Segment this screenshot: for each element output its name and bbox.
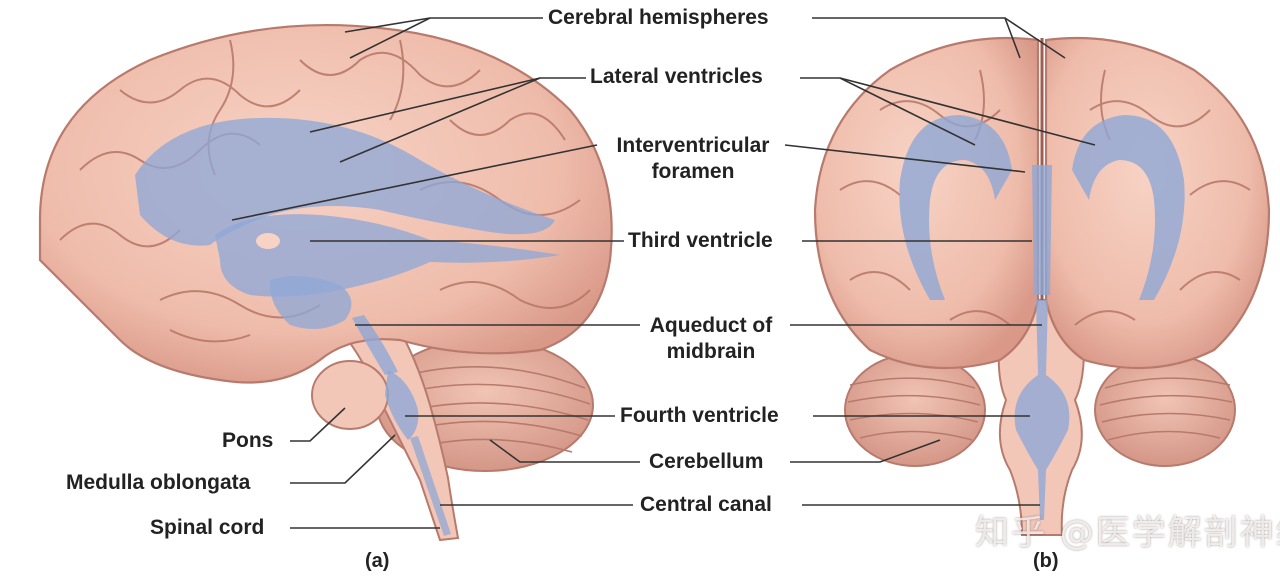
aqueduct-a: [352, 315, 398, 375]
lateral-ventricle-a: [135, 117, 555, 246]
label-pons: Pons: [222, 429, 274, 452]
aqueduct-b: [1036, 300, 1048, 375]
third-ventricle-b: [1032, 165, 1052, 295]
label-cerebral-hemispheres: Cerebral hemispheres: [548, 6, 769, 29]
label-aqueduct-of-midbrain: Aqueduct of midbrain: [649, 314, 773, 363]
label-fourth-ventricle: Fourth ventricle: [620, 404, 779, 427]
cerebellum-folia-frontal: [847, 377, 1233, 441]
label-third-ventricle: Third ventricle: [628, 229, 773, 252]
central-canal-b: [1038, 470, 1046, 520]
cerebellum-frontal-right: [1094, 353, 1236, 467]
label-medulla-oblongata: Medulla oblongata: [66, 471, 251, 494]
fourth-ventricle-b: [1014, 375, 1070, 470]
watermark: 知乎 @医学解剖神经时讯: [975, 513, 1280, 553]
caption-b: (b): [1033, 550, 1059, 572]
third-ventricle-a: [215, 214, 560, 297]
label-lateral-ventricles: Lateral ventricles: [590, 65, 763, 88]
lateral-view-brain: [38, 24, 613, 542]
label-spinal-cord: Spinal cord: [150, 516, 265, 539]
label-interventricular-foramen: Interventricular foramen: [616, 134, 770, 183]
temporal-horn-a: [269, 276, 352, 329]
gyri-lateral: [59, 39, 591, 343]
leader-lines: [231, 17, 1096, 529]
central-canal-a: [410, 436, 451, 536]
label-central-canal: Central canal: [640, 493, 772, 516]
interthalamic-adhesion: [256, 233, 280, 249]
label-cerebellum: Cerebellum: [649, 450, 764, 473]
pons-shape: [311, 360, 389, 430]
lateral-ventricle-right-b: [1072, 115, 1185, 300]
fourth-ventricle-a: [385, 370, 419, 440]
caption-a: (a): [365, 550, 390, 572]
